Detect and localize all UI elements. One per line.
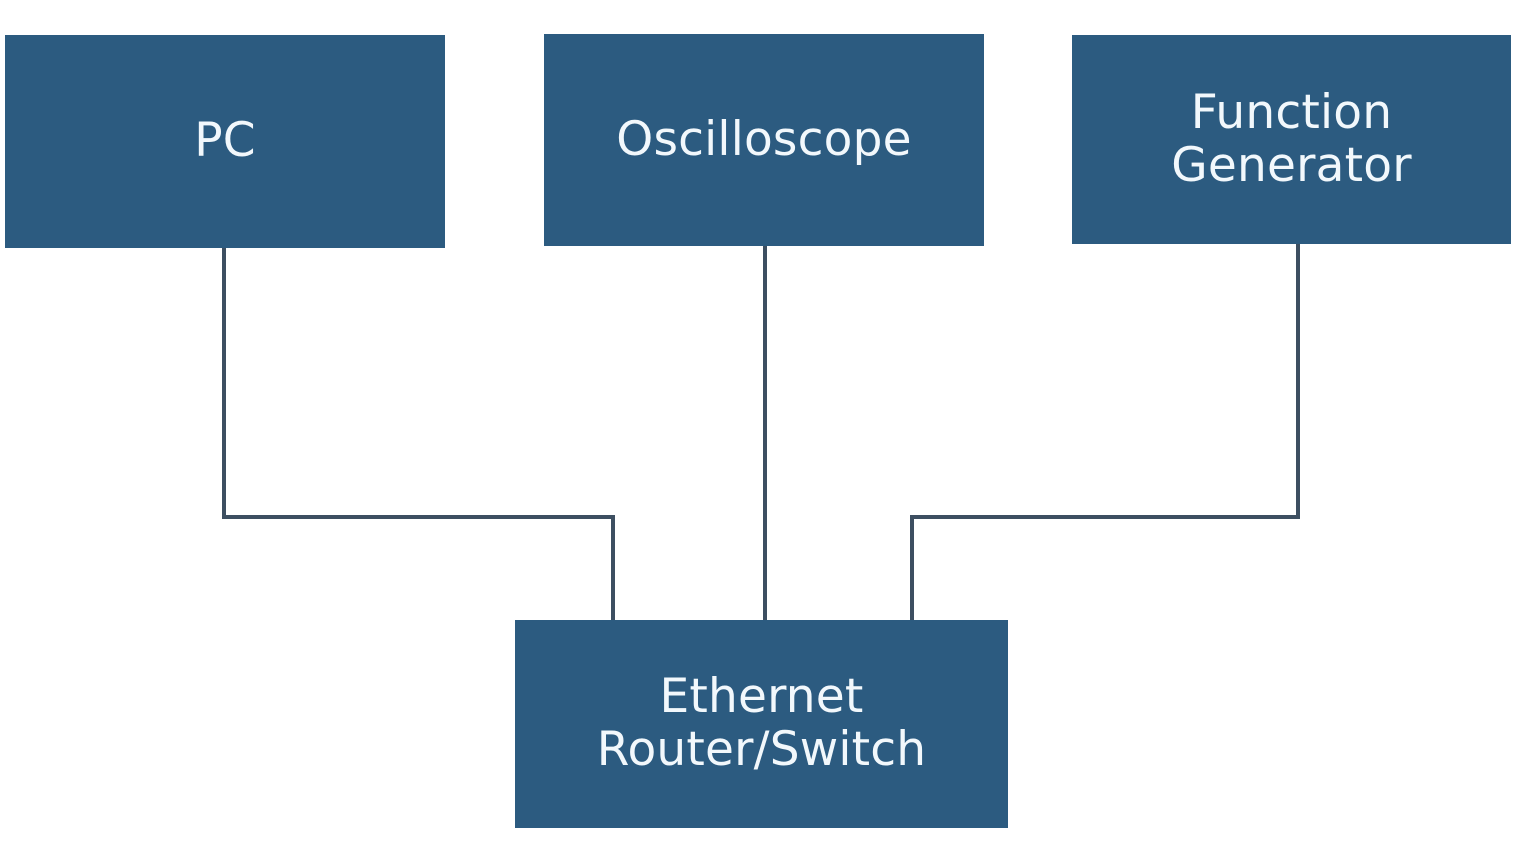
node-ethernet-router-label: Ethernet Router/Switch (596, 669, 927, 777)
node-ethernet-router[interactable]: Ethernet Router/Switch (515, 620, 1008, 828)
node-pc-label: PC (194, 113, 256, 169)
node-oscilloscope-label: Oscilloscope (616, 111, 912, 167)
connector-function-generator-to-router (910, 244, 1300, 620)
node-pc[interactable]: PC (5, 35, 445, 248)
node-oscilloscope[interactable]: Oscilloscope (544, 34, 984, 246)
connector-pc-to-router (222, 248, 615, 620)
node-function-generator[interactable]: Function Generator (1072, 35, 1511, 244)
node-function-generator-label: Function Generator (1171, 84, 1412, 193)
